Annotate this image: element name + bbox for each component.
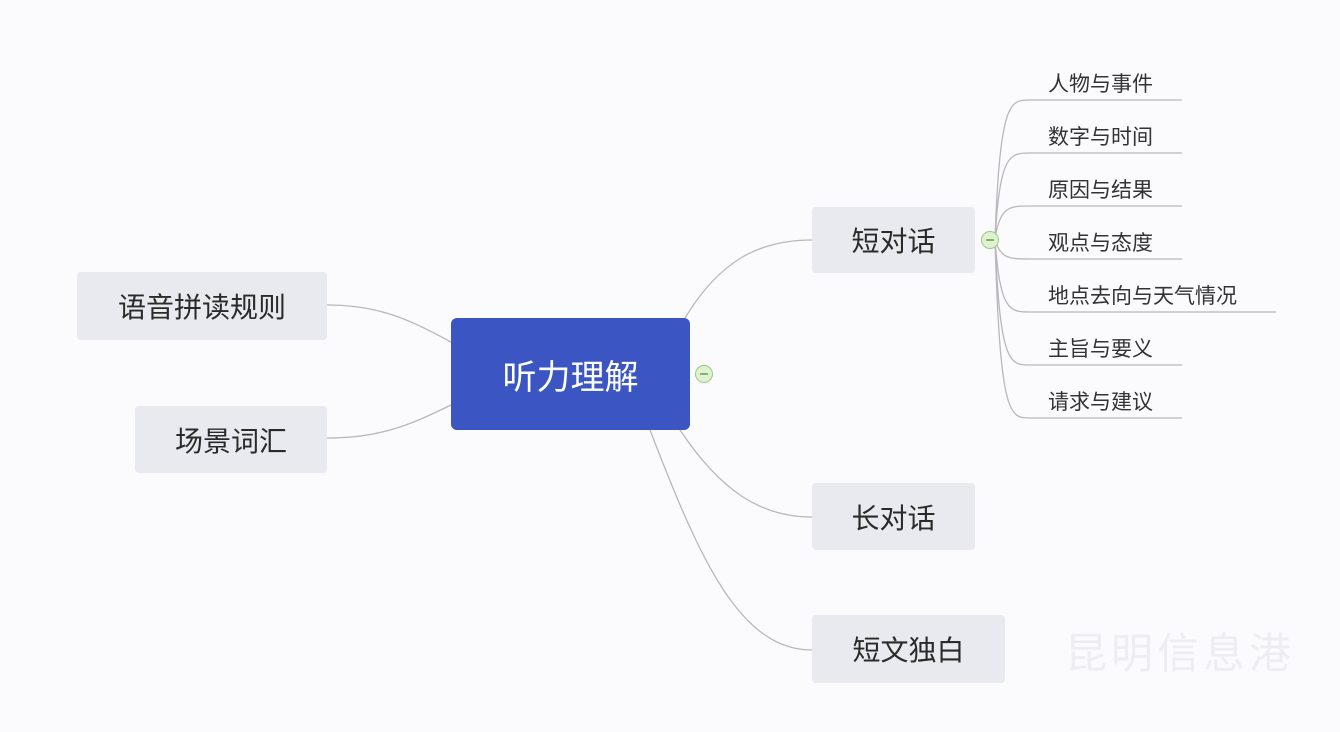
- link-center-short-dialog: [684, 239, 813, 319]
- collapse-toggle-center[interactable]: [695, 365, 713, 383]
- subtopic-item[interactable]: 观点与态度: [1048, 231, 1153, 255]
- central-topic-label: 听力理解: [502, 357, 639, 398]
- node-scene-vocab[interactable]: 场景词汇: [135, 406, 327, 473]
- link-subtopic: [994, 238, 1182, 366]
- node-label: 长对话: [851, 501, 936, 535]
- subtopic-item[interactable]: 数字与时间: [1048, 125, 1153, 149]
- central-topic[interactable]: 听力理解: [451, 318, 690, 430]
- node-label: 短文独白: [852, 634, 965, 667]
- link-subtopic: [994, 205, 1182, 240]
- watermark: 昆明信息港: [1065, 629, 1296, 678]
- node-label: 场景词汇: [174, 424, 287, 458]
- node-long-dialog[interactable]: 长对话: [812, 483, 975, 550]
- link-center-phonics: [326, 304, 452, 343]
- subtopic-item[interactable]: 请求与建议: [1048, 390, 1153, 414]
- collapse-toggle-short-dialog[interactable]: [981, 231, 999, 249]
- node-label: 短对话: [851, 225, 936, 258]
- link-subtopic: [994, 238, 1276, 313]
- link-subtopic: [994, 152, 1182, 240]
- link-subtopic: [994, 238, 1182, 419]
- node-monologue[interactable]: 短文独白: [812, 615, 1005, 683]
- node-short-dialog[interactable]: 短对话: [812, 207, 975, 273]
- link-center-vocab: [326, 404, 452, 439]
- link-center-long-dialog: [679, 429, 813, 518]
- subtopic-item[interactable]: 原因与结果: [1048, 178, 1153, 202]
- link-center-monologue: [649, 429, 813, 651]
- node-label: 语音拼读规则: [117, 291, 286, 324]
- node-phonics[interactable]: 语音拼读规则: [77, 272, 327, 340]
- subtopic-item[interactable]: 地点去向与天气情况: [1048, 284, 1237, 308]
- subtopic-item[interactable]: 主旨与要义: [1048, 337, 1153, 361]
- subtopic-item[interactable]: 人物与事件: [1048, 72, 1153, 96]
- link-subtopic: [994, 99, 1182, 240]
